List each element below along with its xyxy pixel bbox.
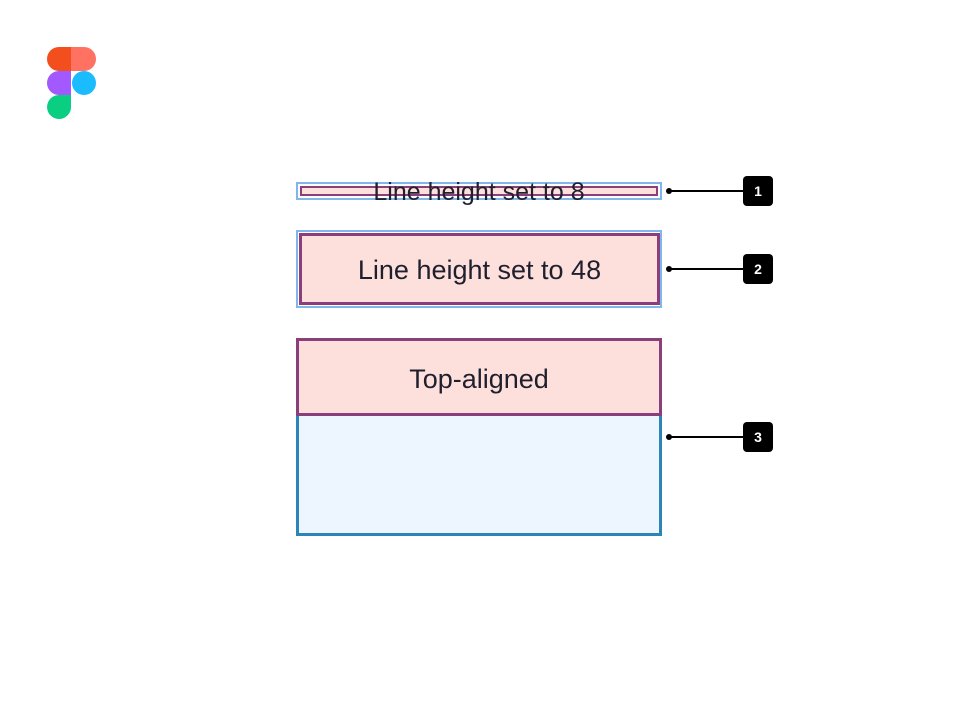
example-1-text-wrap: Line height set to 8: [296, 178, 662, 206]
callout-2-line: [669, 268, 744, 270]
callout-3-badge: 3: [743, 422, 773, 452]
figma-logo-icon: [47, 47, 96, 119]
example-2-text-box: Line height set to 48: [299, 233, 660, 305]
callout-1-connector: [666, 185, 746, 197]
callout-3-connector: [666, 431, 746, 443]
callout-3-line: [669, 436, 744, 438]
example-1-outer-frame: [296, 182, 662, 200]
example-2-outer-frame: [296, 230, 662, 308]
callout-2-badge: 2: [743, 254, 773, 284]
example-1-text-box: [300, 186, 658, 196]
example-3-label: Top-aligned: [409, 364, 549, 394]
example-3-text-box: Top-aligned: [296, 338, 662, 416]
callout-2-connector: [666, 263, 746, 275]
example-2-label: Line height set to 48: [357, 255, 602, 285]
callout-1-line: [669, 190, 744, 192]
example-1-label: Line height set to 8: [373, 178, 585, 206]
callout-1-badge: 1: [743, 176, 773, 206]
